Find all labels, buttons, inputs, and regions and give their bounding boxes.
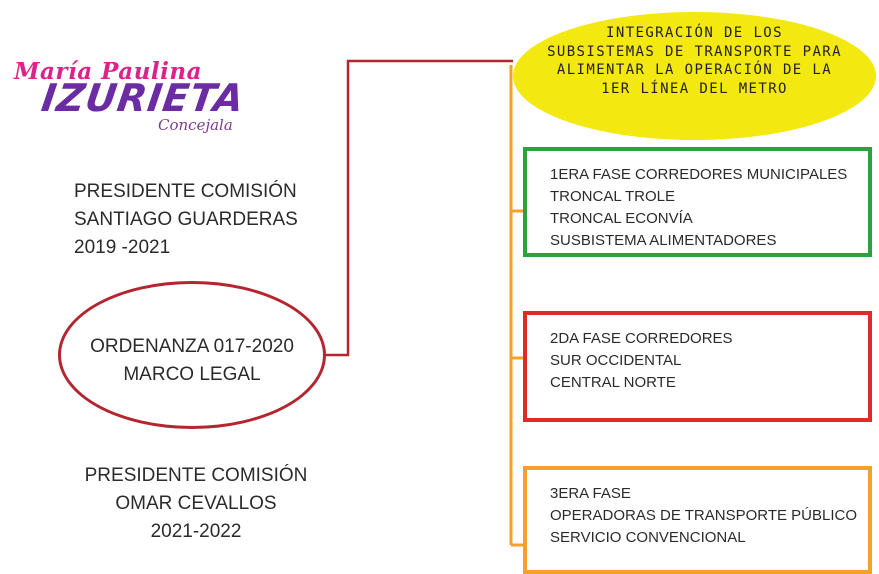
ordinance-text: ORDENANZA 017-2020 MARCO LEGAL <box>58 333 326 389</box>
phase-1-line: 1ERA FASE CORREDORES MUNICIPALES <box>550 166 848 183</box>
phase-2-line: CENTRAL NORTE <box>550 374 676 391</box>
phase-3-line: OPERADORAS DE TRANSPORTE PÚBLICO <box>550 507 858 524</box>
title-oval <box>513 12 876 140</box>
president-1-block: PRESIDENTE COMISIÓN SANTIAGO GUARDERAS 2… <box>74 178 298 262</box>
phase-1-line: TRONCAL TROLE <box>550 188 676 205</box>
president-1-line: 2019 -2021 <box>74 237 171 258</box>
president-2-line: PRESIDENTE COMISIÓN <box>84 465 308 486</box>
logo-last-name: IZURIETA <box>38 76 248 120</box>
phase-1-line: SUSBISTEMA ALIMENTADORES <box>550 232 777 249</box>
logo-first-name: María Paulina <box>14 58 203 85</box>
logo-role: Concejala <box>158 116 233 134</box>
title-text: INTEGRACIÓN DE LOS SUBSISTEMAS DE TRANSP… <box>513 24 876 98</box>
title-line: ALIMENTAR LA OPERACIÓN DE LA <box>556 62 833 78</box>
phase-2-box: 2DA FASE CORREDORES SUR OCCIDENTAL CENTR… <box>523 311 872 422</box>
ordinance-ellipse <box>58 281 326 429</box>
title-line: INTEGRACIÓN DE LOS <box>606 25 783 41</box>
phase-1-line: TRONCAL ECONVÍA <box>550 210 693 227</box>
phase-3-box: 3ERA FASE OPERADORAS DE TRANSPORTE PÚBLI… <box>523 466 872 574</box>
red-connector <box>326 59 513 357</box>
phase-1-box: 1ERA FASE CORREDORES MUNICIPALES TRONCAL… <box>523 147 872 257</box>
phase-2-line: SUR OCCIDENTAL <box>550 352 682 369</box>
ordinance-line: MARCO LEGAL <box>123 364 261 385</box>
logo: María Paulina IZURIETA Concejala <box>8 58 248 138</box>
president-2-block: PRESIDENTE COMISIÓN OMAR CEVALLOS 2021-2… <box>66 462 326 546</box>
title-line: 1ER LÍNEA DEL METRO <box>601 80 788 97</box>
president-1-line: SANTIAGO GUARDERAS <box>74 209 298 230</box>
phase-3-line: 3ERA FASE <box>550 485 631 502</box>
title-line: SUBSISTEMAS DE TRANSPORTE PARA <box>547 43 842 60</box>
president-2-line: OMAR CEVALLOS <box>115 493 277 514</box>
phase-3-line: SERVICIO CONVENCIONAL <box>550 529 746 546</box>
ordinance-line: ORDENANZA 017-2020 <box>90 336 294 357</box>
phase-2-line: 2DA FASE CORREDORES <box>550 330 733 347</box>
president-1-line: PRESIDENTE COMISIÓN <box>74 181 297 202</box>
president-2-line: 2021-2022 <box>150 521 242 542</box>
